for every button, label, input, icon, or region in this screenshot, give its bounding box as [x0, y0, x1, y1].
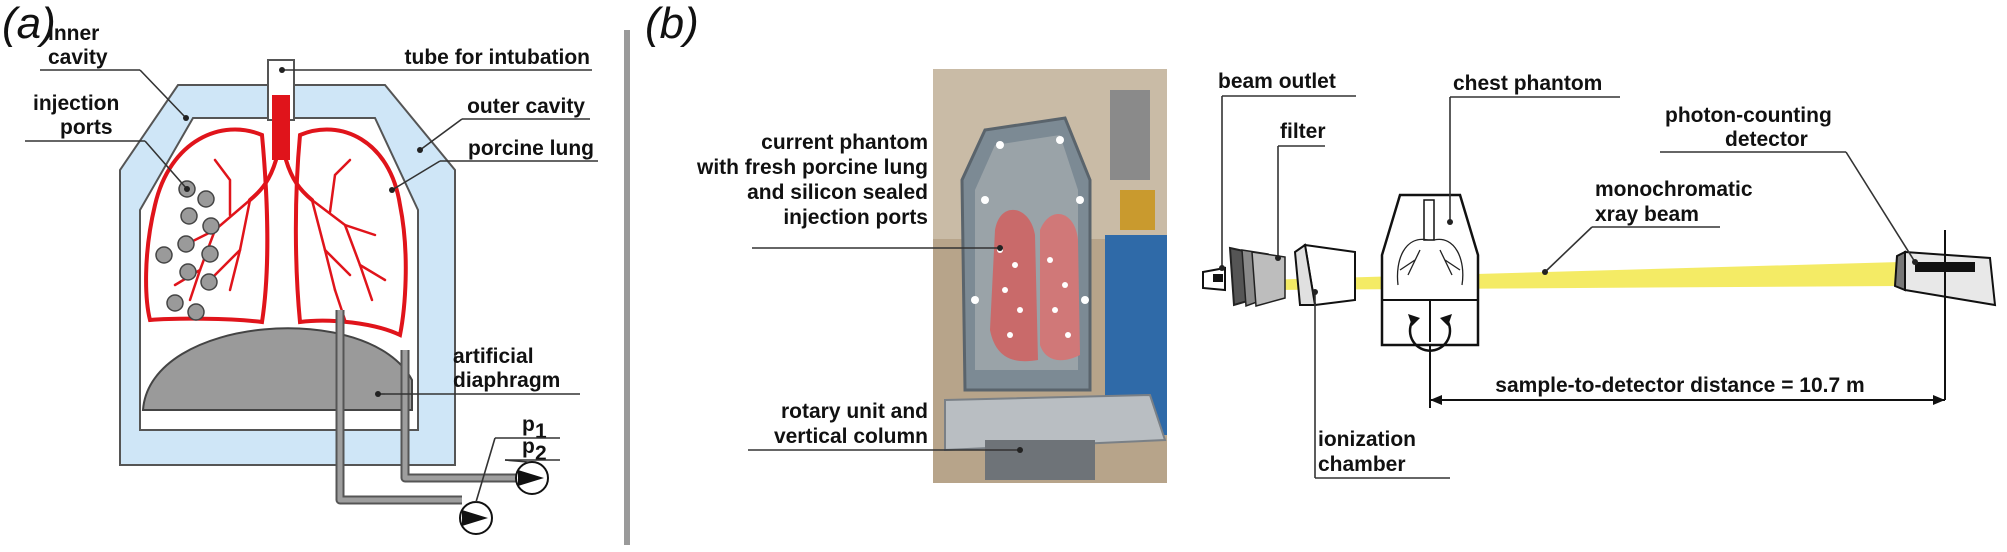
beam-outlet: [1202, 266, 1226, 292]
label-ionization-chamber: ionization chamber: [1312, 289, 1450, 479]
svg-text:cavity: cavity: [48, 46, 108, 69]
pump-p1: [515, 461, 549, 495]
svg-text:outer cavity: outer cavity: [467, 95, 585, 118]
svg-text:chamber: chamber: [1318, 453, 1406, 476]
distance-label: sample-to-detector distance = 10.7 m: [1495, 374, 1864, 397]
xray-beam: [1262, 262, 1985, 290]
svg-text:detector: detector: [1725, 128, 1808, 151]
distance-arrow: sample-to-detector distance = 10.7 m: [1429, 345, 1945, 408]
label-filter: filter: [1275, 120, 1326, 261]
ionization-chamber: [1293, 243, 1356, 307]
svg-text:injection ports: injection ports: [783, 206, 928, 229]
injection-ports: [155, 180, 220, 321]
chest-phantom: [1380, 193, 1480, 352]
label-rotary-unit: rotary unit and vertical column: [748, 400, 1023, 453]
label-monochromatic-xray-beam: monochromatic xray beam: [1542, 178, 1753, 275]
svg-text:diaphragm: diaphragm: [453, 369, 560, 392]
svg-text:beam outlet: beam outlet: [1218, 70, 1336, 93]
label-porcine-lung: porcine lung: [389, 137, 598, 193]
label-artificial-diaphragm: artificial diaphragm: [375, 345, 580, 397]
svg-text:inner: inner: [48, 22, 99, 45]
label-tube-for-intubation: tube for intubation: [279, 46, 592, 73]
right-bronchial-tree: [310, 158, 387, 322]
svg-text:ionization: ionization: [1318, 428, 1416, 451]
right-bronchus: [284, 158, 314, 202]
photon-counting-detector: [1893, 230, 1997, 400]
right-lung-outline: [293, 127, 408, 338]
svg-text:artificial: artificial: [453, 345, 534, 368]
svg-text:p: p: [522, 413, 535, 436]
svg-text:p: p: [522, 435, 535, 458]
svg-text:monochromatic: monochromatic: [1595, 178, 1753, 201]
trachea: [272, 95, 290, 160]
phantom-photo: [933, 69, 1167, 483]
left-bronchus: [248, 158, 278, 202]
svg-text:xray beam: xray beam: [1595, 203, 1699, 226]
svg-text:injection: injection: [33, 92, 119, 115]
label-p2: p 2: [504, 435, 560, 465]
svg-text:vertical column: vertical column: [774, 425, 928, 448]
panel-a-schematic: [119, 59, 549, 535]
label-chest-phantom: chest phantom: [1447, 72, 1620, 225]
svg-text:with fresh porcine lung: with fresh porcine lung: [696, 156, 928, 179]
svg-text:2: 2: [535, 442, 547, 465]
label-outer-cavity: outer cavity: [417, 95, 590, 153]
label-photon-counting-detector: photon-counting detector: [1660, 104, 1918, 265]
svg-text:and silicon sealed: and silicon sealed: [747, 181, 928, 204]
svg-text:ports: ports: [60, 116, 113, 139]
label-injection-ports: injection ports: [25, 92, 190, 192]
pump-p2: [459, 501, 493, 535]
panel-a-letter: (a): [2, 0, 56, 48]
label-p1: p 1: [475, 413, 560, 503]
left-lung-outline: [144, 127, 270, 325]
svg-text:porcine lung: porcine lung: [468, 137, 594, 160]
svg-text:tube for intubation: tube for intubation: [405, 46, 590, 69]
svg-text:1: 1: [535, 420, 547, 443]
label-beam-outlet: beam outlet: [1218, 70, 1356, 271]
panel-b-letter: (b): [645, 0, 699, 48]
filter: [1228, 246, 1286, 308]
label-current-phantom: current phantom with fresh porcine lung …: [696, 131, 1003, 251]
svg-text:photon-counting: photon-counting: [1665, 104, 1832, 127]
svg-text:rotary unit and: rotary unit and: [781, 400, 928, 423]
label-inner-cavity: inner cavity: [40, 22, 189, 121]
svg-text:filter: filter: [1280, 120, 1326, 143]
svg-text:chest phantom: chest phantom: [1453, 72, 1602, 95]
svg-text:current phantom: current phantom: [761, 131, 928, 154]
